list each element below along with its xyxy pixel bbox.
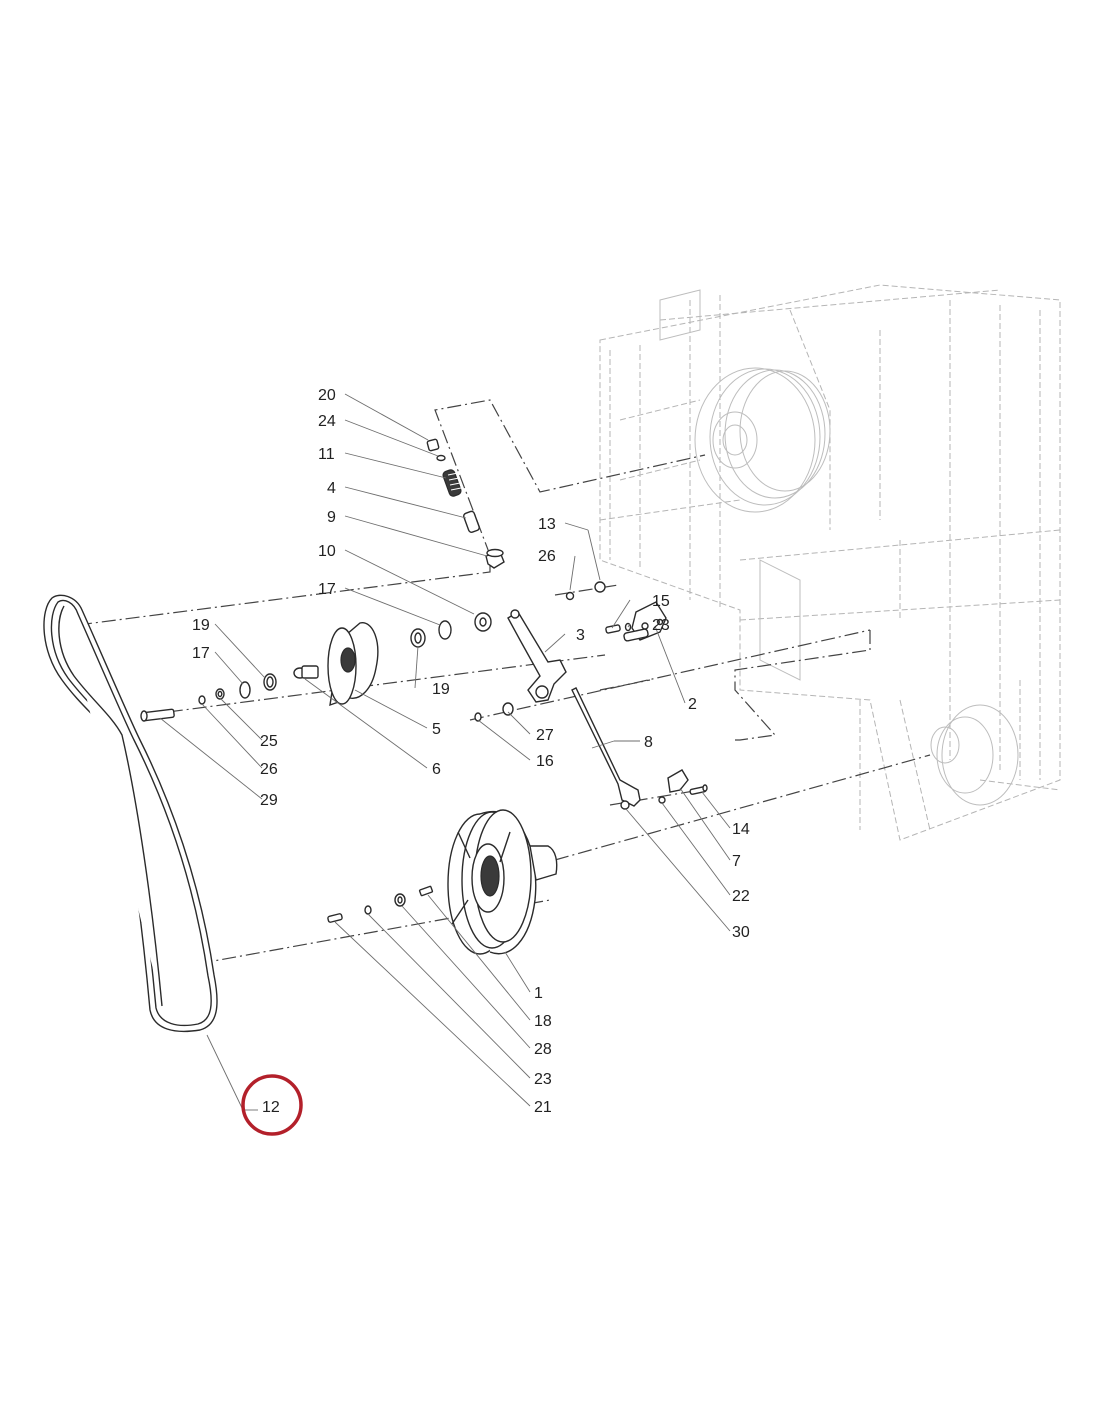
callout-20: 20 [318, 387, 336, 404]
callout-5: 5 [432, 721, 441, 738]
callout-25: 25 [260, 733, 278, 750]
mounting-bracket [605, 601, 667, 642]
callout-10: 10 [318, 543, 336, 560]
callout-9: 9 [327, 509, 336, 526]
adjusting-rod [571, 687, 708, 810]
callout-2: 2 [688, 696, 697, 713]
idler-pulley-assembly [239, 612, 492, 707]
callout-27: 27 [536, 727, 554, 744]
shaft-bolt-and-washers [140, 688, 225, 722]
callout-19: 19 [432, 681, 450, 698]
leader-lines [159, 393, 731, 1111]
callout-18: 18 [534, 1013, 552, 1030]
tensioner-spring-assembly [426, 438, 505, 569]
v-belt [43, 594, 218, 1033]
callout-19: 19 [192, 617, 210, 634]
callout-16: 16 [536, 753, 554, 770]
highlight-circle [241, 1074, 303, 1136]
callout-8: 8 [644, 734, 653, 751]
callout-12: 12 [262, 1099, 280, 1116]
callout-6: 6 [432, 761, 441, 778]
callout-24: 24 [318, 413, 336, 430]
callout-26: 26 [260, 761, 278, 778]
callout-29: 29 [260, 792, 278, 809]
callout-1: 1 [534, 985, 543, 1002]
callout-11: 11 [318, 446, 335, 463]
callout-15: 15 [652, 593, 670, 610]
callout-23: 23 [652, 617, 670, 634]
callout-13: 13 [538, 516, 556, 533]
callout-23: 23 [534, 1071, 552, 1088]
callout-7: 7 [732, 853, 741, 870]
callout-17: 17 [318, 581, 336, 598]
callout-28: 28 [534, 1041, 552, 1058]
callout-4: 4 [327, 480, 336, 497]
drive-pulley-assembly [327, 809, 558, 955]
callout-labels: 20 24 11 4 9 10 17 13 26 15 23 3 19 17 1… [192, 387, 750, 1116]
callout-26: 26 [538, 548, 556, 565]
callout-17: 17 [192, 645, 210, 662]
callout-21: 21 [534, 1099, 552, 1116]
callout-3: 3 [576, 627, 585, 644]
callout-30: 30 [732, 924, 750, 941]
tension-arm [474, 581, 606, 722]
callout-14: 14 [732, 821, 750, 838]
background-machine-frame [599, 284, 1061, 841]
callout-22: 22 [732, 888, 750, 905]
